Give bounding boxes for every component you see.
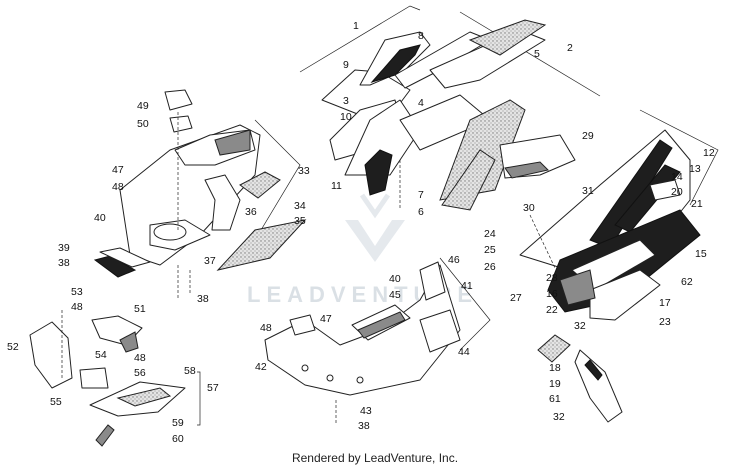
callout-19: 19	[549, 378, 561, 390]
callout-44: 44	[458, 346, 470, 358]
callout-18: 18	[549, 362, 561, 374]
callout-38-middle: 38	[197, 293, 209, 305]
callout-46: 46	[448, 254, 460, 266]
callout-5: 5	[534, 48, 540, 60]
callout-38-bottom: 38	[358, 420, 370, 432]
callout-40-left: 40	[94, 212, 106, 224]
callout-15: 15	[695, 248, 707, 260]
callout-48-hood: 48	[112, 181, 124, 193]
callout-47-center: 47	[320, 313, 332, 325]
callout-29: 29	[582, 130, 594, 142]
windshield-panel-group	[299, 5, 601, 211]
callout-39: 39	[58, 242, 70, 254]
callout-20: 20	[671, 186, 683, 198]
callout-37: 37	[204, 255, 216, 267]
callout-17: 17	[659, 297, 671, 309]
callout-4: 4	[418, 97, 424, 109]
callout-8: 8	[418, 30, 424, 42]
hood-assembly-group	[93, 89, 307, 300]
callout-60: 60	[172, 433, 184, 445]
callout-59: 59	[172, 417, 184, 429]
callout-48-pan: 48	[260, 322, 272, 334]
callout-32-lower: 32	[553, 411, 565, 423]
callout-51: 51	[134, 303, 146, 315]
callout-55: 55	[50, 396, 62, 408]
callout-27: 27	[510, 292, 522, 304]
callout-12: 12	[703, 147, 715, 159]
callout-25: 25	[484, 244, 496, 256]
callout-45: 45	[389, 289, 401, 301]
belly-pan-group	[264, 257, 491, 425]
callout-14: 14	[671, 171, 683, 183]
callout-43: 43	[360, 405, 372, 417]
callout-33: 33	[298, 165, 310, 177]
callout-35: 35	[294, 215, 306, 227]
side-panel-group	[499, 109, 719, 423]
callout-28: 28	[546, 272, 558, 284]
callout-2: 2	[567, 42, 573, 54]
callout-42: 42	[255, 361, 267, 373]
callout-36: 36	[245, 206, 257, 218]
callout-34: 34	[294, 200, 306, 212]
callout-26: 26	[484, 261, 496, 273]
callout-32-upper: 32	[574, 320, 586, 332]
callout-38-left: 38	[58, 257, 70, 269]
callout-47-left: 47	[112, 164, 124, 176]
callout-58: 58	[184, 365, 196, 377]
callout-11: 11	[331, 180, 342, 192]
callout-6: 6	[418, 206, 424, 218]
callout-24: 24	[484, 228, 496, 240]
callout-9: 9	[343, 59, 349, 71]
footer-credit: Rendered by LeadVenture, Inc.	[291, 451, 459, 465]
callout-labels: 1 2 3 4 5 6 7 8 9 10 11 12 13 14 15 16 1…	[7, 20, 715, 445]
callout-22: 22	[546, 304, 558, 316]
callout-53: 53	[71, 286, 83, 298]
callout-48-deflector: 48	[134, 352, 146, 364]
callout-52: 52	[7, 341, 19, 353]
callout-10: 10	[340, 111, 352, 123]
callout-1: 1	[353, 20, 359, 32]
callout-13: 13	[689, 163, 701, 175]
callout-3: 3	[343, 95, 349, 107]
callout-7: 7	[418, 189, 424, 201]
callout-30: 30	[523, 202, 535, 214]
callout-49: 49	[137, 100, 149, 112]
callout-21: 21	[691, 198, 703, 210]
callout-50: 50	[137, 118, 149, 130]
callout-23: 23	[659, 316, 671, 328]
callout-40-center: 40	[389, 273, 401, 285]
callout-54: 54	[95, 349, 107, 361]
callout-41: 41	[461, 280, 473, 292]
callout-57: 57	[207, 382, 219, 394]
callout-16: 16	[546, 288, 558, 300]
callout-61: 61	[549, 393, 561, 405]
callout-56: 56	[134, 367, 146, 379]
side-deflector-group	[29, 310, 201, 447]
callout-48-bracket: 48	[71, 301, 83, 313]
callout-31: 31	[582, 185, 594, 197]
callout-62: 62	[681, 276, 693, 288]
